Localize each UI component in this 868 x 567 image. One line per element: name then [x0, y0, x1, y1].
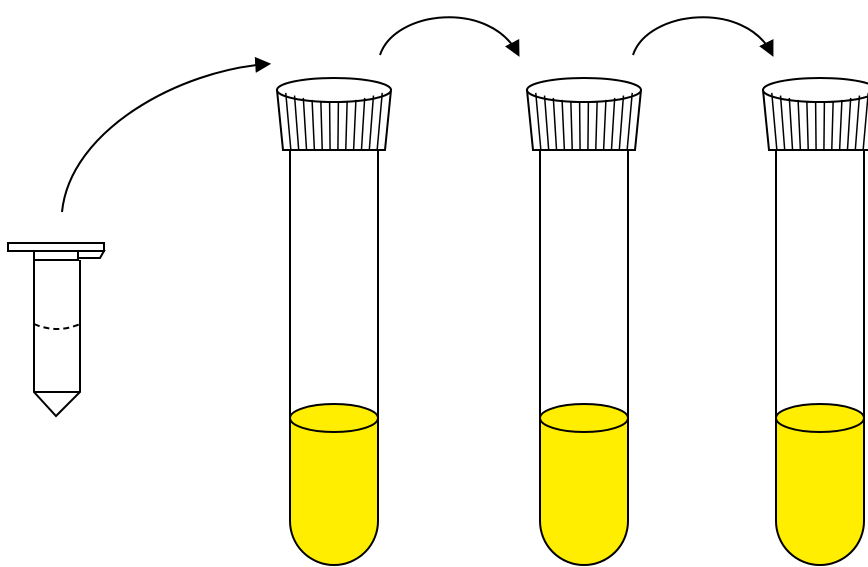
liquid-surface: [289, 403, 379, 434]
cap-ridge: [376, 92, 383, 151]
cap-ridge: [320, 101, 323, 151]
cap-ridge: [302, 97, 308, 151]
cap-ridge: [806, 101, 809, 151]
liquid-volume: [290, 418, 378, 565]
cap-ridge: [352, 99, 357, 151]
cap-ridge: [788, 97, 794, 151]
cap-ridge: [831, 101, 834, 151]
cap-ridge: [779, 95, 786, 151]
cap-ridge: [535, 92, 542, 151]
liquid-surface: [539, 403, 629, 434]
cap-ridge: [311, 99, 316, 151]
cap-ridge: [345, 101, 348, 151]
liquid-surface: [775, 403, 865, 434]
cap-ridge: [618, 95, 625, 151]
cap-ridge: [368, 95, 375, 151]
cap-ridge: [543, 95, 550, 151]
transfer-arrow-2: [379, 16, 520, 57]
cap-ridge: [552, 97, 558, 151]
cap-ridge: [595, 101, 598, 151]
cap-ridge: [285, 92, 292, 151]
screw-cap-culture-tube-icon: [275, 77, 393, 566]
transfer-arrow-1: [61, 56, 272, 213]
culture-tube-group: [275, 77, 868, 566]
microtube-dashed-level: [33, 323, 81, 330]
tube-body: [775, 150, 865, 566]
screw-cap-culture-tube-icon: [525, 77, 643, 566]
transfer-arrow-3: [632, 16, 774, 57]
cap-ridge: [561, 99, 566, 151]
cap-ridge: [293, 95, 300, 151]
cap-ridge: [771, 92, 778, 151]
microtube-hinge: [78, 250, 106, 259]
tube-body: [289, 150, 379, 566]
cap-ridge: [602, 99, 607, 151]
liquid-volume: [776, 418, 864, 565]
cap-top: [526, 77, 642, 103]
screw-cap-culture-tube-icon: [761, 77, 868, 566]
cap-ridge: [626, 92, 633, 151]
microtube-body: [33, 260, 81, 418]
cap-ridge: [797, 99, 802, 151]
microtube-rim: [33, 250, 79, 261]
microtube-lid: [7, 242, 105, 252]
liquid-volume: [540, 418, 628, 565]
cap-ridge: [854, 95, 861, 151]
cap-ridge: [862, 92, 868, 151]
cap-top: [276, 77, 392, 103]
cap-ridge: [360, 97, 366, 151]
cap-ridge: [838, 99, 843, 151]
cap-ridge: [846, 97, 852, 151]
microcentrifuge-tube-icon: [7, 242, 106, 418]
cap-top: [762, 77, 868, 103]
cap-ridge: [610, 97, 616, 151]
tube-body: [539, 150, 629, 566]
cap-ridge: [570, 101, 573, 151]
